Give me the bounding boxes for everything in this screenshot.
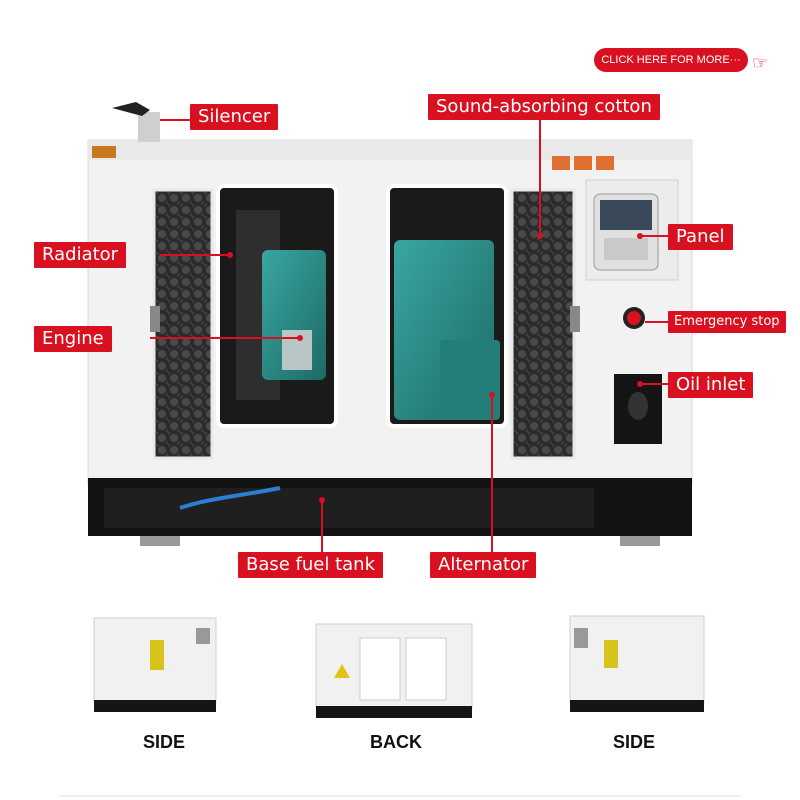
thumbnail-side-right (569, 615, 705, 712)
label-emergency-stop: Emergency stop (668, 311, 786, 333)
thumbnail-back (315, 623, 473, 718)
label-sound-absorbing-cotton: Sound-absorbing cotton (428, 94, 660, 120)
label-engine: Engine (34, 326, 112, 352)
label-alternator: Alternator (430, 552, 537, 578)
thumbnail-side-left (93, 617, 217, 712)
view-label-side-left: SIDE (142, 732, 185, 752)
view-label-back: BACK (370, 732, 422, 752)
view-label-side-right: SIDE (612, 732, 655, 752)
cta-label: CLICK HERE FOR MORE··· (601, 54, 741, 66)
pointing-hand-icon: ☞ (752, 53, 769, 73)
label-panel: Panel (668, 224, 733, 250)
label-silencer: Silencer (190, 104, 279, 130)
label-oil-inlet: Oil inlet (668, 372, 754, 398)
click-here-for-more-button[interactable]: CLICK HERE FOR MORE··· (594, 48, 748, 72)
label-base-fuel-tank: Base fuel tank (238, 552, 384, 578)
label-radiator: Radiator (34, 242, 127, 268)
